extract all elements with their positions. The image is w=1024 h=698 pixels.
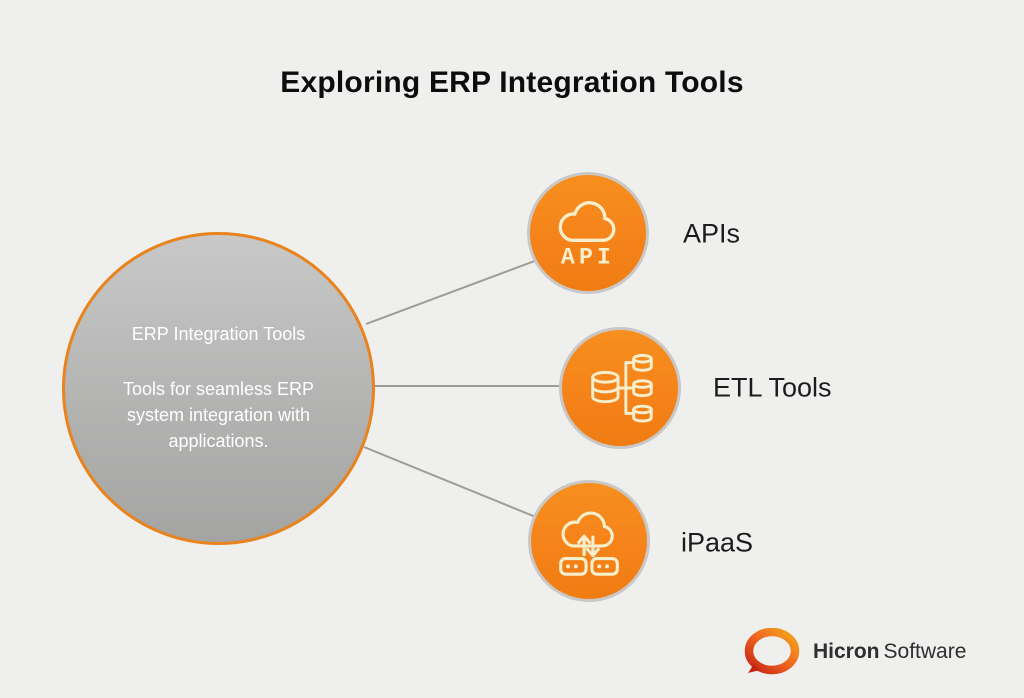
api-icon-text: API — [561, 245, 615, 271]
node-apis: API — [527, 172, 649, 294]
main-node-description: Tools for seamless ERP system integratio… — [122, 379, 315, 452]
node-label-apis: APIs — [683, 218, 741, 249]
node-label-ipaas: iPaaS — [681, 527, 754, 558]
connector-main-to-apis — [365, 255, 549, 325]
main-node-heading: ERP Integration Tools — [131, 323, 306, 344]
brand-name-bold: Hicron — [813, 640, 880, 663]
node-label-etl-tools: ETL Tools — [713, 372, 832, 403]
brand-name-regular: Software — [883, 640, 967, 663]
hicron-ring-logo — [744, 628, 800, 675]
connector-main-to-ipaas — [363, 446, 549, 523]
ipaas-cloud-transfer-icon — [559, 511, 619, 576]
node-ipaas — [528, 480, 650, 602]
api-cloud-icon: API — [558, 201, 616, 271]
node-etl-tools — [559, 327, 681, 449]
etl-databases-icon — [591, 353, 653, 423]
page-title: Exploring ERP Integration Tools — [280, 66, 744, 99]
main-node-erp-integration-tools: ERP Integration Tools Tools for seamless… — [62, 232, 375, 545]
